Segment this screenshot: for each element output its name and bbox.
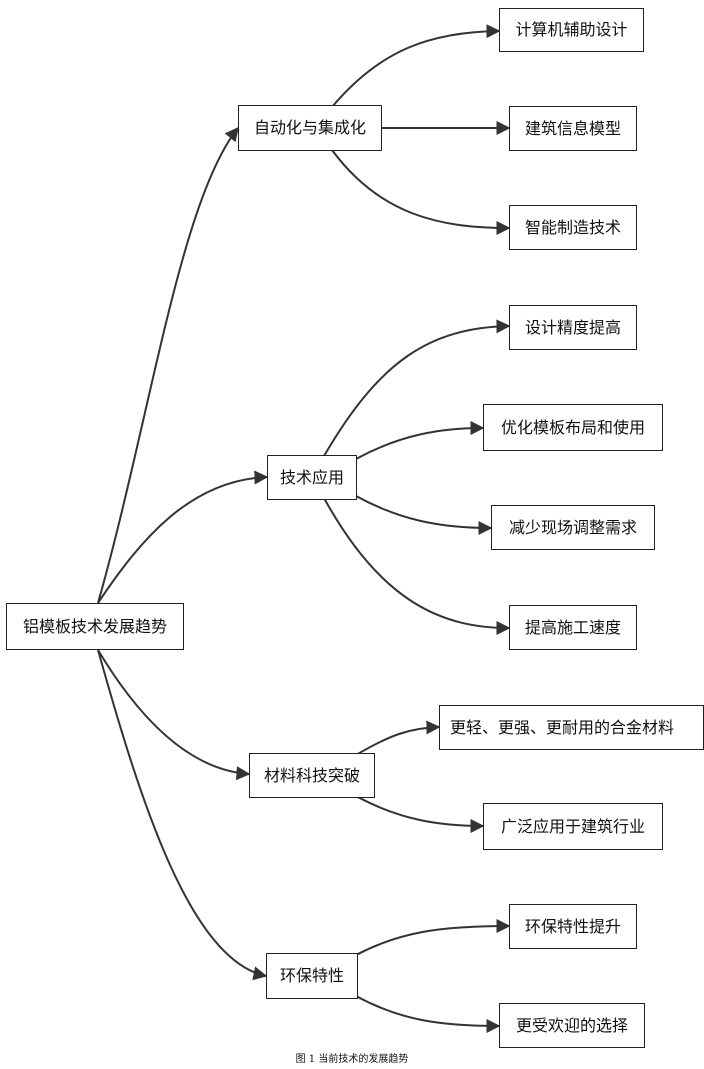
leaf-node-precision: 设计精度提高 [509, 305, 637, 350]
edge-automation-to-cad [331, 24, 501, 108]
edge-environment-to-improvement [355, 919, 511, 956]
branch-node-tech-application: 技术应用 [267, 455, 357, 500]
edge-material-to-industry [355, 795, 485, 833]
edge-root-to-automation [97, 126, 239, 604]
edge-root-to-environment [97, 649, 268, 981]
edge-root-to-material [97, 649, 251, 781]
edge-tech-to-precision [323, 319, 511, 457]
leaf-node-alloy: 更轻、更强、更耐用的合金材料 [439, 705, 704, 750]
leaf-node-env-improvement: 环保特性提升 [509, 904, 637, 949]
branch-node-environment: 环保特性 [266, 953, 358, 999]
leaf-node-popular-choice: 更受欢迎的选择 [499, 1003, 645, 1048]
edge-automation-to-smart-manufacturing [331, 149, 511, 235]
edge-environment-to-popular [355, 995, 501, 1033]
branch-node-material: 材料科技突破 [249, 753, 375, 798]
leaf-node-industry: 广泛应用于建筑行业 [483, 803, 663, 850]
leaf-node-bim: 建筑信息模型 [509, 106, 637, 151]
edge-material-to-alloy [355, 720, 441, 756]
leaf-node-layout: 优化模板布局和使用 [483, 404, 663, 451]
leaf-node-smart-manufacturing: 智能制造技术 [509, 205, 637, 250]
figure-caption: 图 1 当前技术的发展趋势 [295, 1054, 409, 1065]
branch-node-automation: 自动化与集成化 [238, 105, 382, 151]
edge-root-to-tech-application [97, 470, 269, 604]
edge-tech-to-speed [323, 497, 511, 635]
edge-tech-to-adjustment [355, 495, 493, 535]
root-node: 铝模板技术发展趋势 [6, 603, 184, 650]
leaf-node-cad: 计算机辅助设计 [499, 8, 644, 52]
leaf-node-speed: 提高施工速度 [509, 605, 637, 650]
edge-tech-to-layout [355, 421, 485, 460]
leaf-node-adjustment: 减少现场调整需求 [491, 505, 655, 550]
